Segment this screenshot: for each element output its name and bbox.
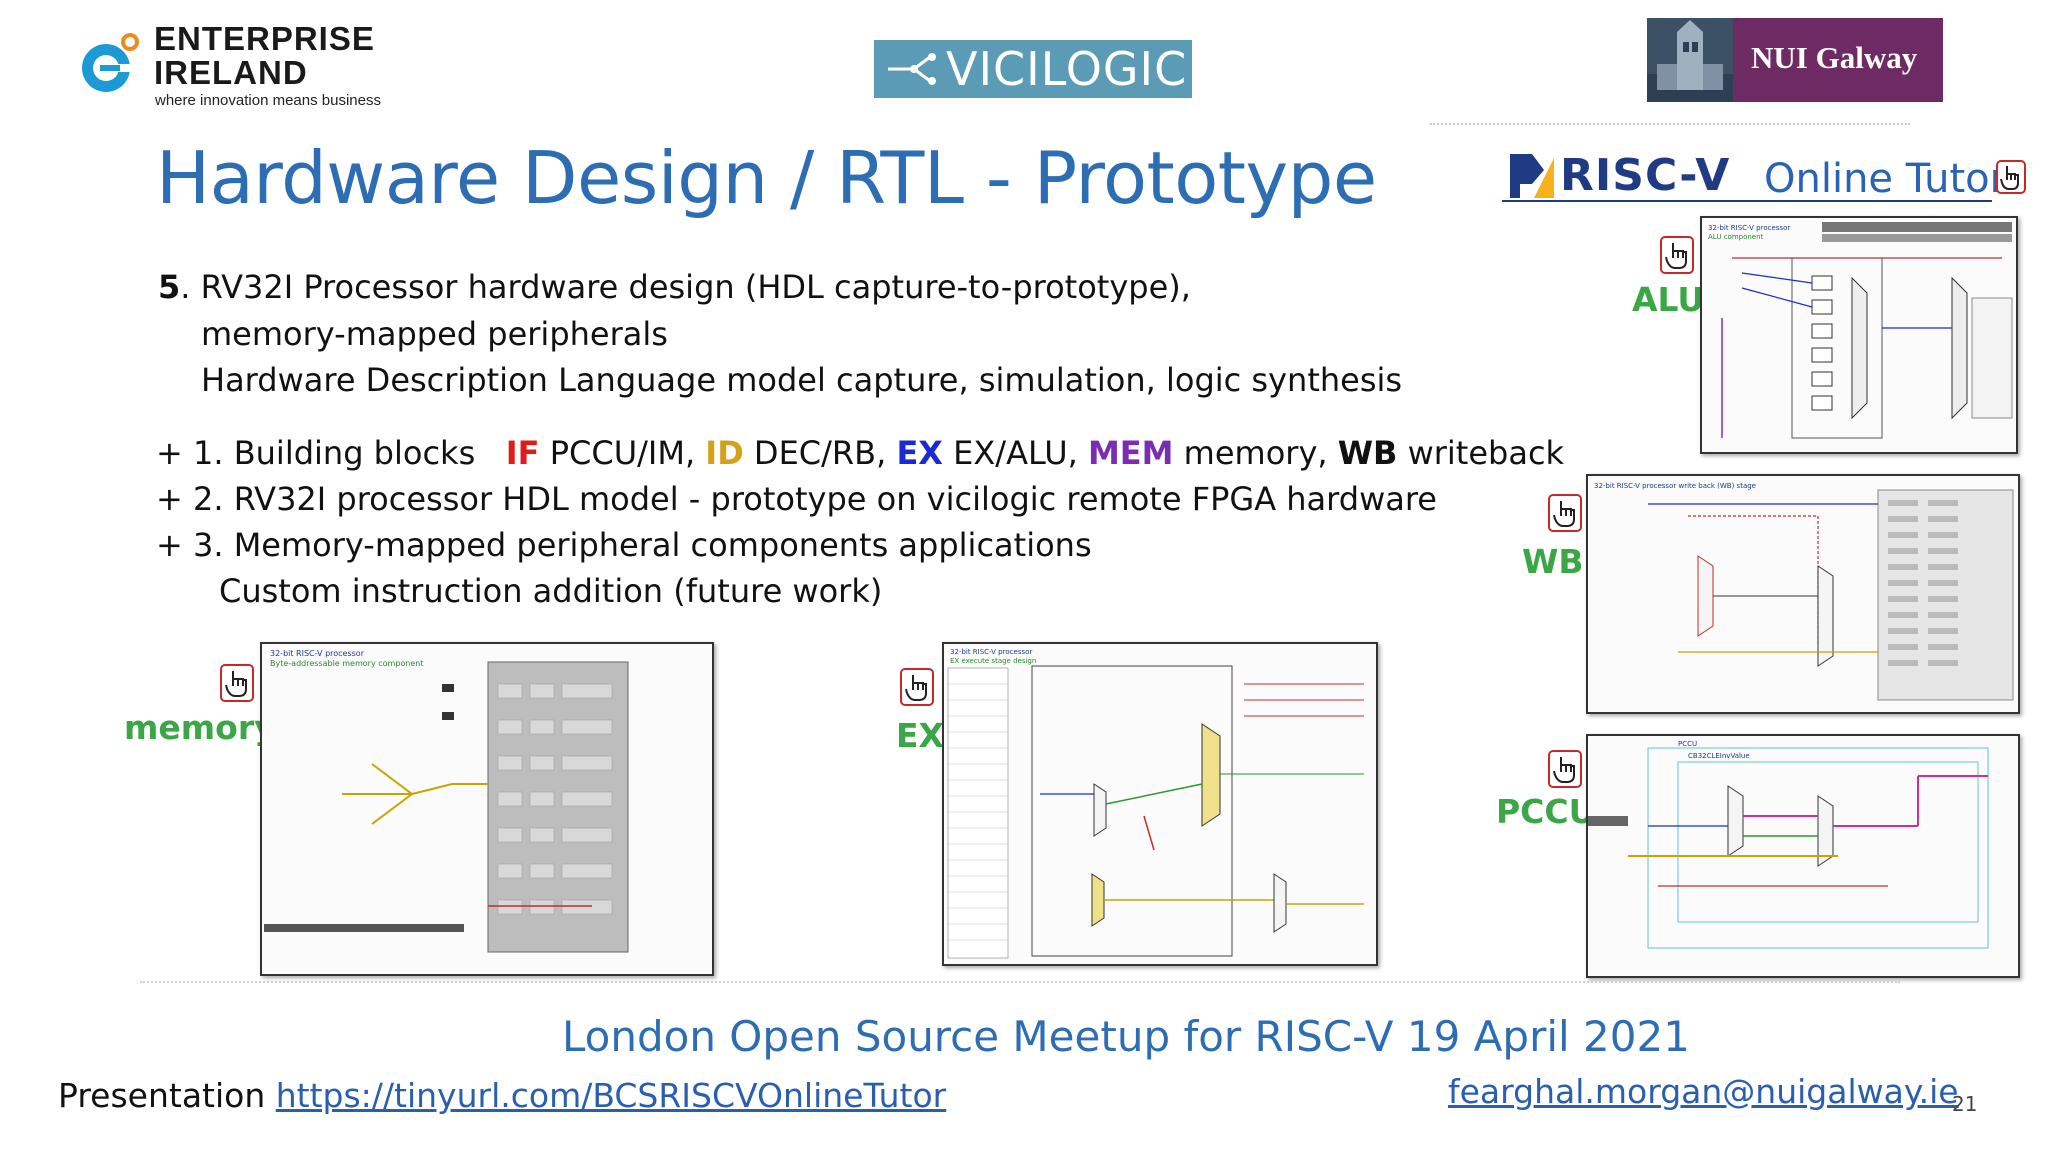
enterprise-ireland-line1: ENTERPRISE <box>154 20 375 57</box>
if-tag: IF <box>505 434 540 472</box>
memory-diagram[interactable]: 32-bit RISC-V processor Byte-addressable… <box>260 642 714 976</box>
ex-panel-title: 32-bit RISC-V processor <box>950 648 1032 656</box>
nui-galway-logo: NUI Galway <box>1647 18 1943 102</box>
intro-line2: memory-mapped peripherals <box>201 315 668 353</box>
mem-text: memory, <box>1183 434 1328 472</box>
ex-diagram[interactable]: 32-bit RISC-V processor EX execute stage… <box>942 642 1378 966</box>
alu-diagram[interactable]: 32-bit RISC-V processor ALU component <box>1700 216 2018 454</box>
event-title: London Open Source Meetup for RISC-V 19 … <box>562 1012 1690 1061</box>
mem-tag: MEM <box>1087 434 1174 472</box>
presentation-link[interactable]: https://tinyurl.com/BCSRISCVOnlineTutor <box>275 1076 947 1115</box>
vicilogic-text: VICILOGIC <box>946 42 1188 96</box>
alu-label: ALU <box>1632 280 1705 319</box>
intro-line3: Hardware Description Language model capt… <box>201 361 1403 399</box>
item1-prefix: + 1. Building blocks <box>156 434 476 472</box>
vicilogic-logo: VICILOGIC <box>874 40 1192 98</box>
if-text: PCCU/IM, <box>549 434 696 472</box>
ex-hand-icon[interactable] <box>900 668 934 706</box>
risc-v-icon <box>1510 154 1554 198</box>
alu-panel-subtitle: ALU component <box>1708 233 1764 241</box>
alu-panel-title: 32-bit RISC-V processor <box>1708 224 1790 232</box>
pccu-hand-icon[interactable] <box>1548 750 1582 788</box>
hand-pointer-icon[interactable] <box>1996 160 2026 194</box>
memory-label: memory <box>124 708 276 747</box>
enterprise-ireland-icon <box>82 33 139 92</box>
enterprise-ireland-line2: IRELAND <box>154 54 308 91</box>
email-link[interactable]: fearghal.morgan@nuigalway.ie <box>1448 1072 1959 1111</box>
memory-panel-title: 32-bit RISC-V processor <box>270 649 365 658</box>
wb-tag: WB <box>1337 434 1398 472</box>
wb-diagram[interactable]: 32-bit RISC-V processor write back (WB) … <box>1586 474 2020 714</box>
id-tag: ID <box>705 434 744 472</box>
presentation-label: Presentation <box>58 1076 266 1115</box>
pccu-panel-subtitle: CB32CLEInvValue <box>1688 752 1750 760</box>
presentation-line: Presentation https://tinyurl.com/BCSRISC… <box>58 1076 946 1115</box>
wb-hand-icon[interactable] <box>1548 494 1582 532</box>
vicilogic-icon <box>888 53 936 85</box>
ex-text: EX/ALU, <box>953 434 1078 472</box>
id-text: DEC/RB, <box>753 434 887 472</box>
nui-galway-text: NUI Galway <box>1751 40 1918 75</box>
alu-hand-icon[interactable] <box>1660 236 1694 274</box>
item3b: Custom instruction addition (future work… <box>219 572 883 610</box>
enterprise-ireland-logo: ENTERPRISE IRELAND where innovation mean… <box>78 20 398 112</box>
divider-bottom <box>140 981 1900 983</box>
intro-number: 5 <box>158 268 181 306</box>
divider-top <box>1430 123 1910 125</box>
enterprise-ireland-tagline: where innovation means business <box>155 92 381 109</box>
memory-hand-icon[interactable] <box>220 664 254 702</box>
risc-v-online-tutor-logo[interactable]: RISC-V Online Tutor <box>1502 150 2032 210</box>
item3: + 3. Memory-mapped peripheral components… <box>156 526 1092 564</box>
slide-title: Hardware Design / RTL - Prototype <box>156 136 1377 220</box>
ex-panel-subtitle: EX execute stage design <box>950 657 1036 665</box>
ex-label: EX <box>896 716 944 755</box>
intro-line1: 5. RV32I Processor hardware design (HDL … <box>158 271 1191 303</box>
ex-tag: EX <box>896 434 943 472</box>
pccu-diagram[interactable]: PCCU CB32CLEInvValue <box>1586 734 2020 978</box>
memory-panel-subtitle: Byte-addressable memory component <box>270 659 424 668</box>
item2: + 2. RV32I processor HDL model - prototy… <box>156 480 1437 518</box>
wb-text: writeback <box>1407 434 1565 472</box>
online-tutor-word: Online Tutor <box>1764 156 2007 202</box>
logo-underline <box>1502 200 1992 202</box>
slide-number: 21 <box>1952 1092 1978 1116</box>
risc-v-word: RISC-V <box>1560 150 1731 201</box>
intro-line1-text: . RV32I Processor hardware design (HDL c… <box>180 268 1191 306</box>
pccu-label: PCCU <box>1496 792 1596 831</box>
wb-label: WB <box>1522 542 1584 581</box>
pccu-panel-title: PCCU <box>1678 740 1697 748</box>
item1-building-blocks: + 1. Building blocks IF PCCU/IM, ID DEC/… <box>156 437 1564 469</box>
wb-panel-title: 32-bit RISC-V processor write back (WB) … <box>1594 482 1756 490</box>
nui-tower-icon <box>1647 18 1733 102</box>
